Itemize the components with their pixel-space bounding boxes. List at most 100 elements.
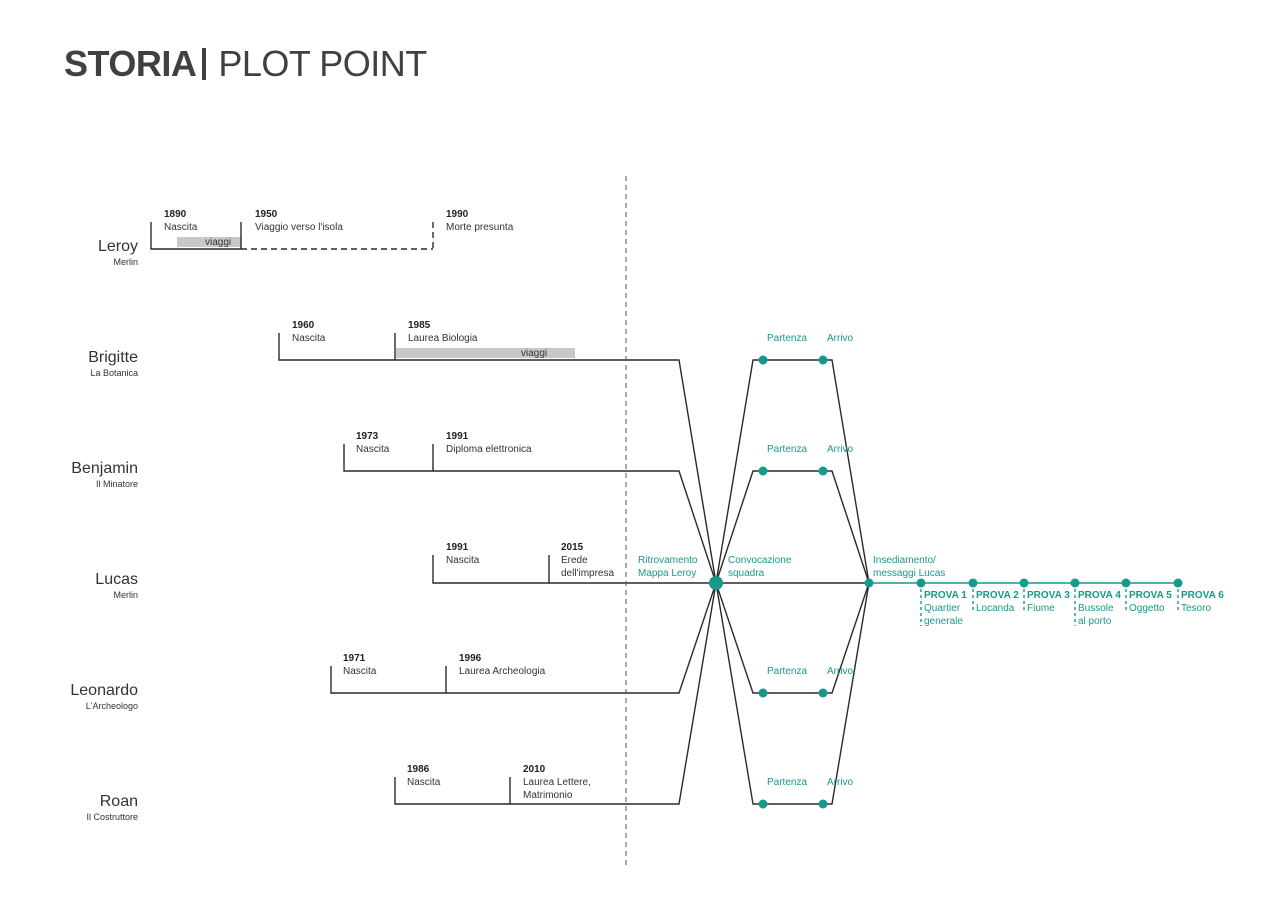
prova-6-desc: Tesoro xyxy=(1181,603,1211,614)
loop-1-partenza-label: Partenza xyxy=(767,333,807,344)
lucas-event-2-desc-line-2: dell'impresa xyxy=(561,568,614,579)
prova-4-label: PROVA 4 xyxy=(1078,590,1121,601)
convocazione-node xyxy=(709,576,723,590)
roan-event-2-desc-line-1: Laurea Lettere, xyxy=(523,777,591,788)
prova-1-desc-line-1: Quartier xyxy=(924,603,961,614)
lucas-event-1-desc: Nascita xyxy=(446,555,480,566)
brigitte-event-2-year: 1985 xyxy=(408,320,431,331)
mission-loop-4 xyxy=(715,582,870,805)
leroy-dashed-segment xyxy=(241,222,434,250)
leroy-event-3-desc: Morte presunta xyxy=(446,222,514,233)
page-title: STORIA PLOT POINT xyxy=(64,40,427,88)
prova-2-dot xyxy=(968,578,978,588)
mission-loop-1 xyxy=(715,359,870,584)
prova-3-label: PROVA 3 xyxy=(1027,590,1070,601)
title-plot-point: PLOT POINT xyxy=(218,43,427,84)
loop-1-arrivo-dot xyxy=(818,355,828,365)
roan-name: Roan xyxy=(100,793,138,810)
loop-2-arrivo-dot xyxy=(818,466,828,476)
leonardo-event-2-desc: Laurea Archeologia xyxy=(459,666,546,677)
prova-1-dot xyxy=(916,578,926,588)
prova-2-label: PROVA 2 xyxy=(976,590,1019,601)
roan-event-1-year: 1986 xyxy=(407,764,430,775)
leroy-event-1-desc: Nascita xyxy=(164,222,198,233)
leroy-travel-bar xyxy=(177,237,241,247)
leonardo-event-2-year: 1996 xyxy=(459,653,482,664)
title-divider xyxy=(202,48,207,80)
leroy-event-2-desc: Viaggio verso l'isola xyxy=(255,222,343,233)
lucas-event-2-desc-line-1: Erede xyxy=(561,555,588,566)
ritrovamento-label-line-1: Ritrovamento xyxy=(638,555,698,566)
convocazione-label-line-1: Convocazione xyxy=(728,555,792,566)
insediamento-label-line-1: Insediamento/ xyxy=(873,555,936,566)
lucas-event-1-year: 1991 xyxy=(446,542,469,553)
loop-3-partenza-label: Partenza xyxy=(767,666,807,677)
benjamin-name: Benjamin xyxy=(71,460,138,477)
prova-4-desc-line-1: Bussole xyxy=(1078,603,1114,614)
leroy-event-2-year: 1950 xyxy=(255,209,278,220)
leroy-timeline xyxy=(150,222,242,250)
leonardo-timeline xyxy=(330,582,717,694)
insediamento-node xyxy=(864,578,874,588)
roan-role: Il Costruttore xyxy=(86,812,138,822)
loop-2-partenza-label: Partenza xyxy=(767,444,807,455)
benjamin-event-1-desc: Nascita xyxy=(356,444,390,455)
prova-4-desc-line-2: al porto xyxy=(1078,616,1112,627)
benjamin-timeline xyxy=(343,444,717,584)
leonardo-event-1-desc: Nascita xyxy=(343,666,377,677)
roan-timeline xyxy=(394,582,717,805)
prova-6-dot xyxy=(1173,578,1183,588)
prova-5-label: PROVA 5 xyxy=(1129,590,1172,601)
title-storia: STORIA xyxy=(64,43,197,84)
benjamin-event-2-year: 1991 xyxy=(446,431,469,442)
roan-event-2-year: 2010 xyxy=(523,764,546,775)
lucas-timeline xyxy=(432,555,869,584)
benjamin-event-2-desc: Diploma elettronica xyxy=(446,444,532,455)
loop-1-partenza-dot xyxy=(758,355,768,365)
brigitte-event-1-desc: Nascita xyxy=(292,333,326,344)
loop-3-partenza-dot xyxy=(758,688,768,698)
loop-3-arrivo-dot xyxy=(818,688,828,698)
leroy-role: Merlin xyxy=(113,257,138,267)
leonardo-name: Leonardo xyxy=(70,682,138,699)
lucas-event-2-year: 2015 xyxy=(561,542,584,553)
loop-4-arrivo-label: Arrivo xyxy=(827,777,854,788)
brigitte-bar-label: viaggi xyxy=(521,348,547,359)
brigitte-event-1-year: 1960 xyxy=(292,320,315,331)
prova-3-desc: Fiume xyxy=(1027,603,1055,614)
leroy-event-1-year: 1890 xyxy=(164,209,187,220)
lucas-name: Lucas xyxy=(95,571,138,588)
loop-1-arrivo-label: Arrivo xyxy=(827,333,854,344)
leroy-event-3-year: 1990 xyxy=(446,209,469,220)
brigitte-name: Brigitte xyxy=(88,349,138,366)
mission-loop-3 xyxy=(715,582,870,694)
loop-2-partenza-dot xyxy=(758,466,768,476)
prova-1-desc-line-2: generale xyxy=(924,616,963,627)
prova-6-label: PROVA 6 xyxy=(1181,590,1224,601)
benjamin-role: Il Minatore xyxy=(96,479,138,489)
prova-5-desc: Oggetto xyxy=(1129,603,1165,614)
brigitte-role: La Botanica xyxy=(90,368,138,378)
mission-loop-2 xyxy=(715,470,870,584)
prova-4-dot xyxy=(1070,578,1080,588)
insediamento-label-line-2: messaggi Lucas xyxy=(873,568,945,579)
roan-event-1-desc: Nascita xyxy=(407,777,441,788)
lucas-role: Merlin xyxy=(113,590,138,600)
loop-4-arrivo-dot xyxy=(818,799,828,809)
prova-1-label: PROVA 1 xyxy=(924,590,967,601)
convocazione-label-line-2: squadra xyxy=(728,568,765,579)
leonardo-event-1-year: 1971 xyxy=(343,653,366,664)
benjamin-event-1-year: 1973 xyxy=(356,431,379,442)
roan-event-2-desc-line-2: Matrimonio xyxy=(523,790,573,801)
leroy-bar-label: viaggi xyxy=(205,237,231,248)
prova-3-dot xyxy=(1019,578,1029,588)
ritrovamento-label-line-2: Mappa Leroy xyxy=(638,568,696,579)
loop-2-arrivo-label: Arrivo xyxy=(827,444,854,455)
brigitte-event-2-desc: Laurea Biologia xyxy=(408,333,478,344)
loop-3-arrivo-label: Arrivo xyxy=(827,666,854,677)
loop-4-partenza-dot xyxy=(758,799,768,809)
prova-2-desc: Locanda xyxy=(976,603,1015,614)
leroy-name: Leroy xyxy=(98,238,138,255)
